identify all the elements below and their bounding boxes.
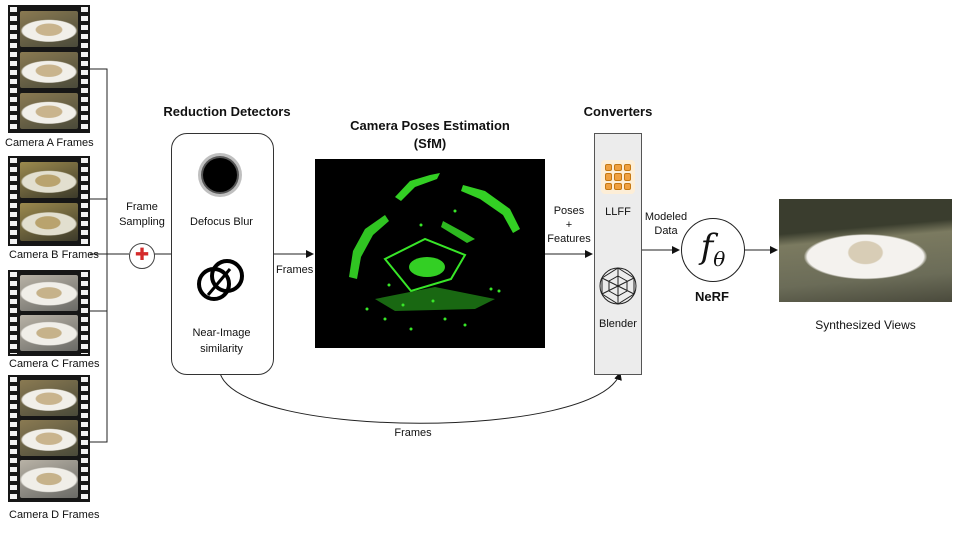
- bottom-frames-label: Frames: [394, 427, 432, 439]
- poses-features-label: Poses + Features: [547, 205, 591, 245]
- nerf-function-symbol: fθ: [700, 227, 726, 271]
- bracket-top: [90, 68, 108, 200]
- nerf-node: fθ: [681, 218, 745, 282]
- defocus-blur-label: Defocus Blur: [190, 216, 253, 228]
- llff-label: LLFF: [605, 206, 631, 218]
- film-label-c: Camera C Frames: [9, 358, 100, 370]
- frame-thumbnail: [20, 93, 78, 129]
- frame-thumbnail: [20, 275, 78, 311]
- bracket-bottom: [90, 310, 108, 443]
- frame-thumbnail: [20, 380, 78, 416]
- similarity-icon: [197, 259, 244, 301]
- arrow-bottom-frames: [219, 372, 622, 424]
- reduction-title: Reduction Detectors: [163, 104, 291, 119]
- frames-edge-label: Frames: [276, 264, 314, 276]
- frame-thumbnail: [20, 11, 78, 47]
- nerf-label: NeRF: [695, 289, 729, 304]
- film-label-b: Camera B Frames: [9, 249, 99, 261]
- frame-thumbnail: [20, 420, 78, 456]
- sfm-title: Camera Poses Estimation (SfM): [350, 118, 510, 151]
- frame-thumbnail: [20, 52, 78, 88]
- frame-thumbnail: [20, 315, 78, 351]
- synthesized-view-image: [779, 199, 952, 302]
- film-strip-b: [8, 156, 90, 246]
- modeled-data-label: Modeled Data: [644, 211, 688, 237]
- frame-thumbnail: [20, 203, 78, 241]
- blender-label: Blender: [599, 318, 637, 330]
- sfm-point-cloud: [315, 159, 545, 348]
- similarity-label: Near-Image similarity: [192, 327, 251, 355]
- film-label-a: Camera A Frames: [5, 137, 94, 149]
- film-strip-a: [8, 5, 90, 133]
- grid-icon: [601, 160, 635, 194]
- frame-thumbnail: [20, 460, 78, 498]
- synthesized-views-label: Synthesized Views: [815, 318, 916, 332]
- defocus-blur-icon: [198, 153, 242, 197]
- film-strip-c: [8, 270, 90, 356]
- plus-icon: ✚: [129, 243, 155, 269]
- film-strip-d: [8, 375, 90, 502]
- film-label-d: Camera D Frames: [9, 509, 100, 521]
- frame-thumbnail: [20, 162, 78, 198]
- converters-title: Converters: [583, 104, 653, 119]
- frame-sampling-label: Frame Sampling: [119, 201, 165, 228]
- wireframe-sphere-icon: [599, 267, 637, 305]
